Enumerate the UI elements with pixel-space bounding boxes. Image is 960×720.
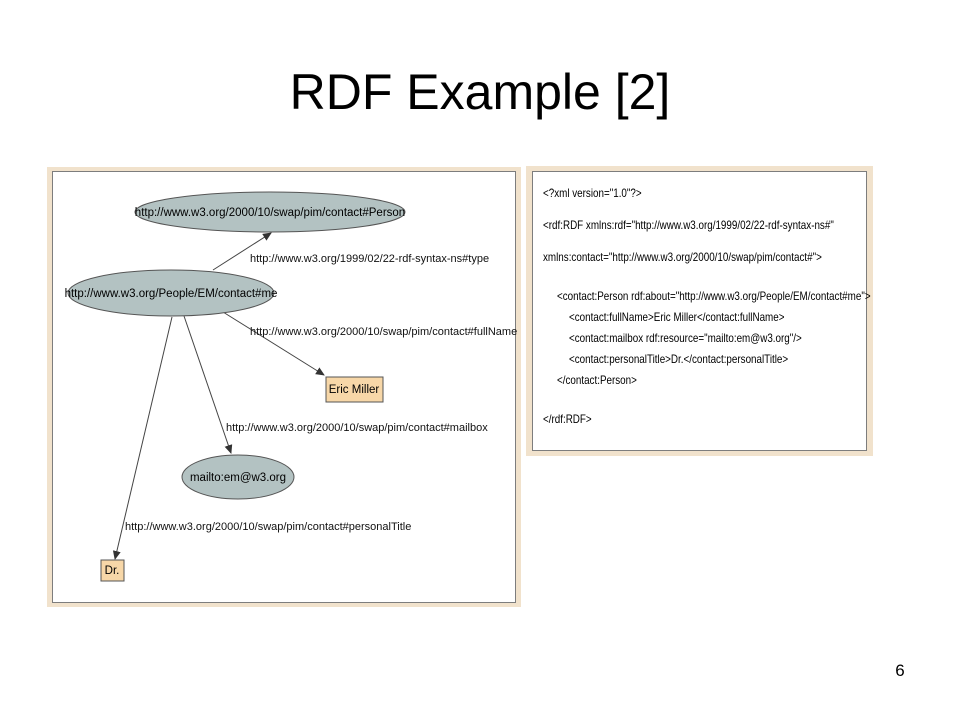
rdf-graph-canvas: http://www.w3.org/1999/02/22-rdf-syntax-… bbox=[52, 171, 517, 603]
node-fullname-literal: Eric Miller bbox=[325, 376, 384, 403]
edge-label-personaltitle: http://www.w3.org/2000/10/swap/pim/conta… bbox=[125, 521, 411, 533]
slide-title: RDF Example [2] bbox=[289, 64, 671, 120]
rdf-xml-code: <?xml version="1.0"?> <rdf:RDF xmlns:rdf… bbox=[532, 171, 871, 451]
node-me: http://www.w3.org/People/EM/contact#me bbox=[65, 269, 278, 317]
edge-mailbox-line bbox=[183, 315, 233, 454]
xml-line: <rdf:RDF xmlns:rdf="http://www.w3.org/19… bbox=[543, 218, 834, 232]
edge-personaltitle-line bbox=[112, 316, 173, 560]
xml-line: <contact:fullName>Eric Miller</contact:f… bbox=[569, 310, 785, 324]
edge-fullname-line bbox=[222, 311, 325, 376]
edge-type-line bbox=[212, 232, 272, 271]
edge-label-type: http://www.w3.org/1999/02/22-rdf-syntax-… bbox=[250, 253, 489, 265]
rdf-xml-figure: <?xml version="1.0"?> <rdf:RDF xmlns:rdf… bbox=[526, 166, 873, 456]
xml-line: </contact:Person> bbox=[557, 373, 637, 387]
node-person: http://www.w3.org/2000/10/swap/pim/conta… bbox=[134, 191, 406, 233]
xml-line: </rdf:RDF> bbox=[543, 412, 592, 426]
node-fullname-label: Eric Miller bbox=[329, 384, 380, 396]
xml-line: <contact:Person rdf:about="http://www.w3… bbox=[557, 289, 871, 303]
edge-label-mailbox: http://www.w3.org/2000/10/swap/pim/conta… bbox=[226, 422, 488, 434]
node-title-label: Dr. bbox=[105, 565, 120, 577]
node-title-literal: Dr. bbox=[100, 559, 125, 582]
xml-line: xmlns:contact="http://www.w3.org/2000/10… bbox=[543, 250, 822, 264]
xml-line: <contact:personalTitle>Dr.</contact:pers… bbox=[569, 352, 789, 366]
edge-label-fullname: http://www.w3.org/2000/10/swap/pim/conta… bbox=[250, 326, 517, 338]
xml-line: <contact:mailbox rdf:resource="mailto:em… bbox=[569, 331, 802, 345]
rdf-graph-svg: http://www.w3.org/1999/02/22-rdf-syntax-… bbox=[65, 191, 517, 582]
page-number: 6 bbox=[895, 661, 905, 680]
node-person-label: http://www.w3.org/2000/10/swap/pim/conta… bbox=[135, 207, 405, 219]
node-me-label: http://www.w3.org/People/EM/contact#me bbox=[65, 288, 278, 300]
node-mailbox-label: mailto:em@w3.org bbox=[190, 472, 286, 484]
xml-line: <?xml version="1.0"?> bbox=[543, 186, 642, 200]
node-mailbox: mailto:em@w3.org bbox=[181, 454, 295, 500]
rdf-graph-figure: http://www.w3.org/1999/02/22-rdf-syntax-… bbox=[47, 167, 521, 607]
